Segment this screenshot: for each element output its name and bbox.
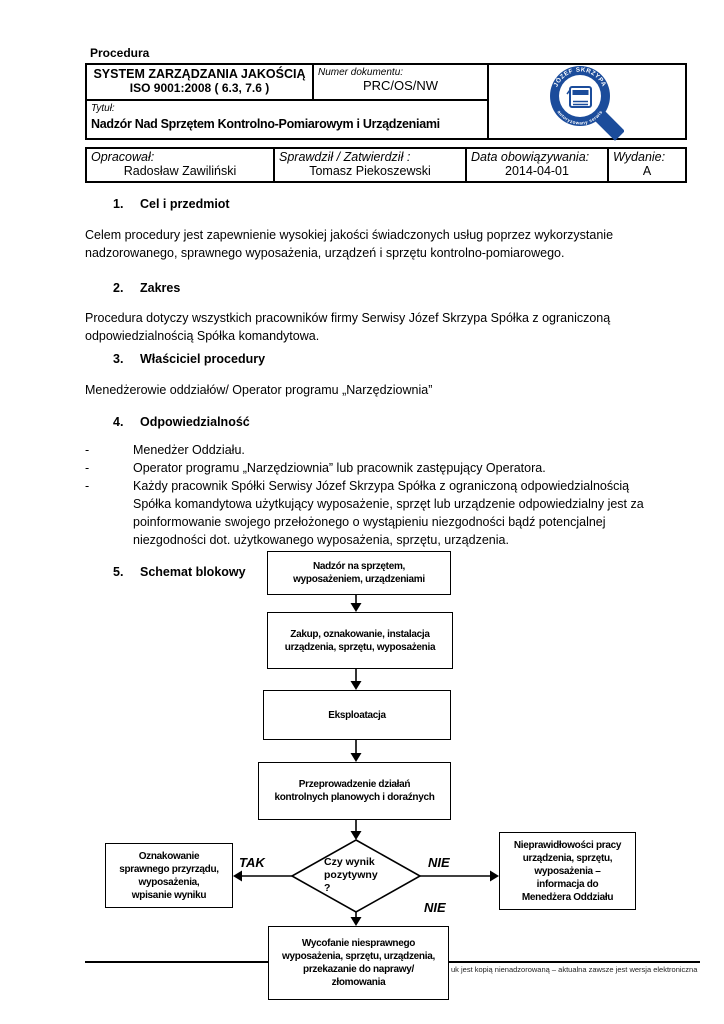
- document-type-label: Procedura: [90, 46, 150, 60]
- prepared-cell: Opracował: Radosław Zawiliński: [87, 149, 275, 181]
- section-3-title: Właściciel procedury: [140, 352, 266, 366]
- section-3-body: Menedżerowie oddziałów/ Operator program…: [85, 383, 433, 397]
- list-dash: -: [85, 443, 90, 457]
- qms-line2: ISO 9001:2008 ( 6.3, 7.6 ): [129, 81, 270, 95]
- list-dash: -: [85, 479, 90, 493]
- section-1-title: Cel i przedmiot: [140, 197, 230, 211]
- section-5-number: 5.: [113, 565, 124, 579]
- list-item: - Operator programu „Narzędziownia” lub …: [85, 459, 685, 477]
- list-item-text: Menedżer Oddziału.: [133, 443, 245, 457]
- document-title: Nadzór Nad Sprzętem Kontrolno-Pomiarowym…: [91, 117, 440, 131]
- flow-node-wycofanie: Wycofanie niesprawnego wyposażenia, sprz…: [268, 926, 449, 1000]
- flow-node-zakup: Zakup, oznakowanie, instalacja urządzeni…: [267, 612, 453, 669]
- flow-label-nie: NIE: [428, 855, 450, 870]
- flow-label-tak: TAK: [239, 855, 265, 870]
- section-1-heading: 1. Cel i przedmiot: [113, 197, 230, 211]
- doc-number-label: Numer dokumentu:: [318, 67, 404, 78]
- qms-line1: SYSTEM ZARZĄDZANIA JAKOŚCIĄ: [93, 67, 306, 81]
- section-2-body: Procedura dotyczy wszystkich pracowników…: [85, 311, 611, 343]
- qms-cell: SYSTEM ZARZĄDZANIA JAKOŚCIĄ ISO 9001:200…: [87, 65, 314, 101]
- title-label: Tytuł:: [91, 103, 115, 114]
- prepared-by: Radosław Zawiliński: [123, 164, 237, 178]
- section-1-body: Celem procedury jest zapewnienie wysokie…: [85, 228, 614, 260]
- approved-cell: Sprawdził / Zatwierdził : Tomasz Piekosz…: [275, 149, 467, 181]
- edition-label: Wydanie:: [613, 150, 666, 164]
- flow-label-nie-2: NIE: [424, 900, 446, 915]
- footer-note: uk jest kopią nienadzorowaną – aktualna …: [451, 965, 698, 974]
- section-2-title: Zakres: [140, 281, 181, 295]
- section-3-number: 3.: [113, 352, 124, 366]
- section-4-title: Odpowiedzialność: [140, 415, 250, 429]
- flow-decision-text: Czy wynik pozytywny ?: [324, 856, 378, 894]
- edition-cell: Wydanie: A: [609, 149, 685, 181]
- edition-value: A: [642, 164, 652, 178]
- flow-node-kontrola: Przeprowadzenie działań kontrolnych plan…: [258, 762, 451, 820]
- company-logo: JÓZEF SKRZYPA autoryzowany serwis: [550, 66, 624, 141]
- section-4-heading: 4. Odpowiedzialność: [113, 415, 250, 429]
- list-item-text: Operator programu „Narzędziownia” lub pr…: [133, 461, 546, 475]
- list-item: - Menedżer Oddziału.: [85, 441, 685, 459]
- approval-table: Opracował: Radosław Zawiliński Sprawdził…: [85, 147, 687, 183]
- flow-node-nadzor: Nadzór na sprzętem, wyposażeniem, urządz…: [267, 551, 451, 595]
- date-label: Data obowiązywania:: [471, 150, 590, 164]
- title-cell: Tytuł: Nadzór Nad Sprzętem Kontrolno-Pom…: [87, 101, 489, 138]
- responsibility-list: - Menedżer Oddziału. - Operator programu…: [85, 441, 685, 549]
- approved-by: Tomasz Piekoszewski: [309, 164, 431, 178]
- truck-icon: [566, 86, 592, 108]
- list-dash: -: [85, 461, 90, 475]
- section-5-title: Schemat blokowy: [140, 565, 246, 579]
- logo-handle: [591, 107, 624, 141]
- section-3-heading: 3. Właściciel procedury: [113, 352, 265, 366]
- date-value: 2014-04-01: [505, 164, 569, 178]
- doc-number-cell: Numer dokumentu: PRC/OS/NW: [314, 65, 489, 101]
- section-2-number: 2.: [113, 281, 124, 295]
- section-2-heading: 2. Zakres: [113, 281, 180, 295]
- approved-label: Sprawdził / Zatwierdził :: [279, 150, 411, 164]
- date-cell: Data obowiązywania: 2014-04-01: [467, 149, 609, 181]
- list-item: - Każdy pracownik Spółki Serwisy Józef S…: [85, 477, 685, 549]
- flow-node-oznakowanie: Oznakowanie sprawnego przyrządu, wyposaż…: [105, 843, 233, 908]
- flow-node-eksploatacja: Eksploatacja: [263, 690, 451, 740]
- prepared-label: Opracował:: [91, 150, 155, 164]
- section-1-number: 1.: [113, 197, 124, 211]
- section-5-heading: 5. Schemat blokowy: [113, 565, 246, 579]
- section-4-number: 4.: [113, 415, 124, 429]
- list-item-text: Każdy pracownik Spółki Serwisy Józef Skr…: [133, 479, 644, 547]
- doc-number-value: PRC/OS/NW: [362, 78, 439, 93]
- flow-node-nieprawidlowosci: Nieprawidłowości pracy urządzenia, sprzę…: [499, 832, 636, 910]
